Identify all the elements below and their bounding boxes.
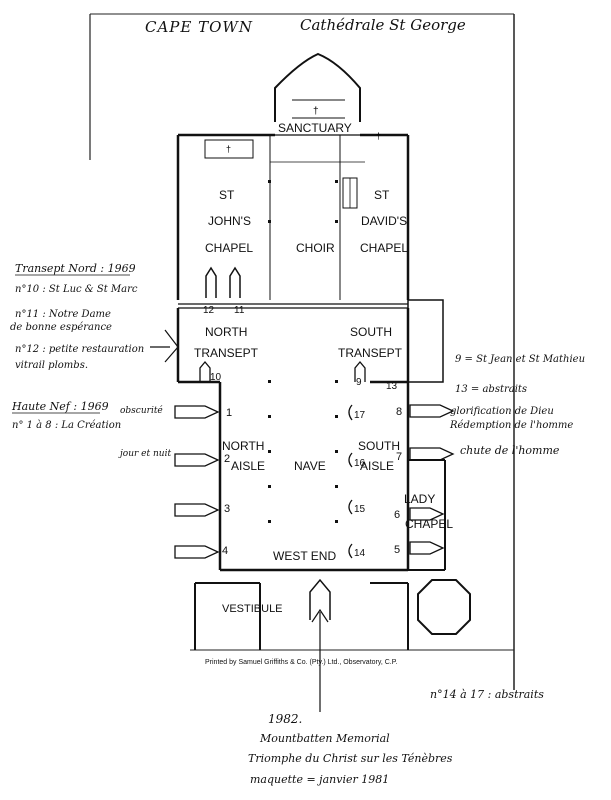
south-inner-windows bbox=[348, 404, 353, 559]
printer-credit: Printed by Samuel Griffiths & Co. (Pty.)… bbox=[205, 659, 397, 666]
window-number-1: 1 bbox=[226, 407, 232, 419]
window-12-11-lancets bbox=[205, 266, 241, 298]
note-right-9: 9 = St Jean et St Mathieu bbox=[455, 354, 585, 365]
west-window-lancet bbox=[309, 578, 331, 620]
st-johns-label-1: ST bbox=[219, 188, 235, 202]
header-city: CAPE TOWN bbox=[145, 18, 253, 36]
note-transept-line-4: n°12 : petite restauration bbox=[15, 344, 144, 355]
note-transept-line-1: n°10 : St Luc & St Marc bbox=[15, 284, 138, 295]
north-nave-arrows bbox=[174, 405, 220, 559]
south-aisle-label-2: AISLE bbox=[360, 459, 394, 473]
st-johns-label-2: JOHN'S bbox=[208, 214, 251, 228]
lady-chapel-label-2: CHAPEL bbox=[405, 517, 453, 531]
altar-cross-icon: † bbox=[376, 131, 381, 141]
window-number-17: 17 bbox=[354, 410, 366, 421]
note-1982: 1982. bbox=[268, 712, 302, 726]
sanctuary-label: SANCTUARY bbox=[278, 121, 352, 135]
window-number-15: 15 bbox=[354, 504, 366, 515]
south-transept-label-2: TRANSEPT bbox=[338, 346, 403, 360]
note-transept-line-2: n°11 : Notre Dame bbox=[15, 309, 111, 320]
south-nave-arrows bbox=[409, 404, 455, 555]
left-transept-arrow bbox=[150, 329, 179, 363]
note-maquette: maquette = janvier 1981 bbox=[250, 773, 389, 786]
note-nef-line: n° 1 à 8 : La Création bbox=[12, 420, 121, 431]
note-memorial: Mountbatten Memorial bbox=[259, 732, 390, 745]
nave-label: NAVE bbox=[294, 459, 326, 473]
note-redemption: Rédemption de l'homme bbox=[449, 420, 573, 431]
note-glorification: glorification de Dieu bbox=[450, 406, 554, 417]
window-number-14: 14 bbox=[354, 548, 366, 559]
lady-chapel-label-1: LADY bbox=[404, 492, 435, 506]
window-number-16: 16 bbox=[354, 458, 366, 469]
apse bbox=[274, 52, 361, 122]
note-n14-17: n°14 à 17 : abstraits bbox=[430, 688, 544, 701]
st-davids-label-2: DAVID'S bbox=[361, 214, 407, 228]
vestibule-walls bbox=[194, 582, 409, 650]
nave-columns bbox=[268, 180, 338, 523]
window-number-10: 10 bbox=[210, 372, 222, 383]
window-number-6: 6 bbox=[394, 509, 400, 521]
st-davids-label-1: ST bbox=[374, 188, 390, 202]
choir-label: CHOIR bbox=[296, 241, 335, 255]
note-jour-nuit: jour et nuit bbox=[118, 449, 171, 459]
window-number-2: 2 bbox=[224, 453, 230, 465]
nave-walls bbox=[218, 382, 410, 572]
chancel-walls bbox=[176, 133, 410, 300]
window-number-3: 3 bbox=[224, 503, 230, 515]
st-davids-label-3: CHAPEL bbox=[360, 241, 408, 255]
note-chute: chute de l'homme bbox=[460, 444, 560, 457]
note-right-13: 13 = abstraits bbox=[455, 384, 527, 395]
vestibule-label: VESTIBULE bbox=[222, 603, 283, 615]
note-transept-line-5: vitrail plombs. bbox=[15, 360, 88, 371]
note-transept-line-3: de bonne espérance bbox=[10, 322, 112, 333]
st-johns-label-3: CHAPEL bbox=[205, 241, 253, 255]
window-number-12: 12 bbox=[203, 305, 215, 316]
octagonal-baptistry bbox=[417, 579, 471, 635]
window-number-9: 9 bbox=[356, 377, 362, 388]
header-cathedral: Cathédrale St George bbox=[300, 16, 466, 34]
north-aisle-label-1: NORTH bbox=[222, 439, 264, 453]
transept-walls bbox=[176, 299, 444, 384]
window-number-11: 11 bbox=[234, 305, 245, 316]
note-obscurite: obscurité bbox=[120, 405, 163, 416]
window-number-13: 13 bbox=[386, 381, 398, 392]
north-aisle-label-2: AISLE bbox=[231, 459, 265, 473]
note-nef-title: Haute Nef : 1969 bbox=[11, 400, 109, 413]
west-end-label: WEST END bbox=[273, 549, 336, 563]
note-transept-title: Transept Nord : 1969 bbox=[15, 262, 136, 275]
note-triomphe: Triomphe du Christ sur les Ténèbres bbox=[248, 752, 453, 765]
north-transept-label-2: TRANSEPT bbox=[194, 346, 259, 360]
south-transept-label-1: SOUTH bbox=[350, 325, 392, 339]
altar-cross-icon: † bbox=[226, 144, 231, 154]
window-number-5: 5 bbox=[394, 544, 400, 556]
st-johns-altar bbox=[204, 139, 254, 159]
window-number-8: 8 bbox=[396, 406, 402, 418]
north-transept-label-1: NORTH bbox=[205, 325, 247, 339]
apse-cross-icon: † bbox=[313, 106, 319, 117]
window-number-4: 4 bbox=[222, 545, 228, 557]
south-aisle-label-1: SOUTH bbox=[358, 439, 400, 453]
window-number-7: 7 bbox=[396, 451, 402, 463]
